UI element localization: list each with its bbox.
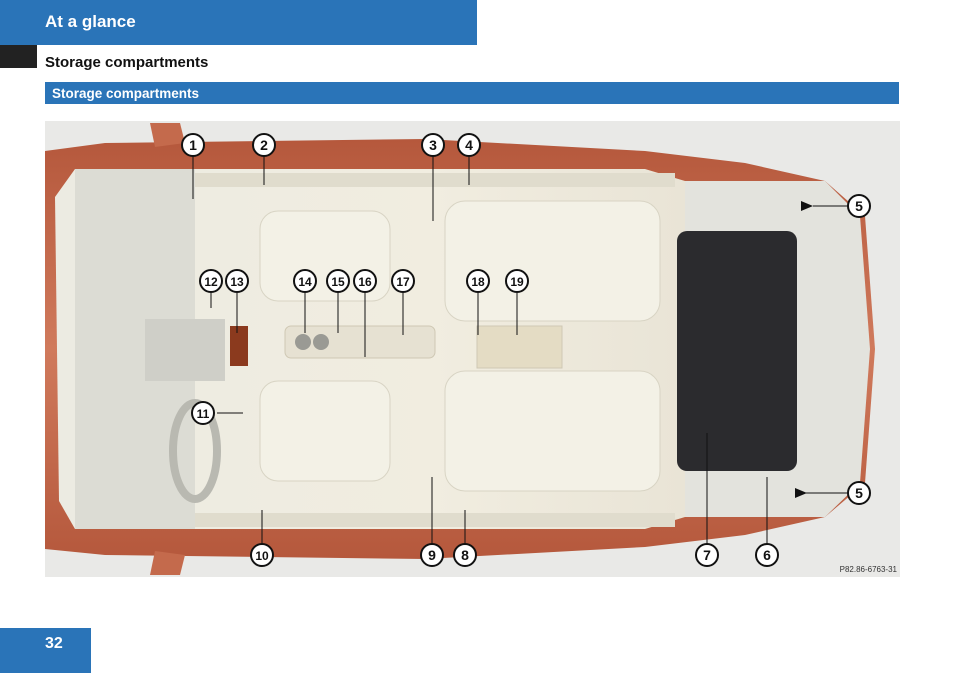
callout-circle-10 bbox=[250, 543, 274, 567]
callout-circle-6 bbox=[755, 543, 779, 567]
callout-circle-5b bbox=[847, 481, 871, 505]
callout-label-7: 7 bbox=[703, 547, 711, 563]
mirror-top bbox=[150, 123, 185, 147]
marker-5-top bbox=[801, 201, 813, 211]
callout-label-14: 14 bbox=[298, 275, 312, 289]
cup-holder-1 bbox=[295, 334, 311, 350]
callout-label-19: 19 bbox=[510, 275, 524, 289]
callout-circle-8 bbox=[453, 543, 477, 567]
callouts bbox=[181, 133, 871, 567]
callout-circle-1 bbox=[181, 133, 205, 157]
callout-label-6: 6 bbox=[763, 547, 771, 563]
leader-lines bbox=[192, 155, 849, 544]
callout-label-5b: 5 bbox=[855, 485, 863, 501]
wood-trim bbox=[230, 326, 248, 366]
callout-label-9: 9 bbox=[428, 547, 436, 563]
rear-seat-top bbox=[444, 200, 661, 322]
callout-circle-4 bbox=[457, 133, 481, 157]
page-number-box: 32 bbox=[0, 628, 91, 673]
chapter-tab-marker bbox=[0, 45, 37, 68]
center-console bbox=[284, 325, 436, 359]
chapter-header-bar: At a glance bbox=[0, 0, 477, 45]
callout-label-10: 10 bbox=[255, 549, 269, 563]
marker-5-bottom bbox=[795, 488, 807, 498]
callout-circle-3 bbox=[421, 133, 445, 157]
callout-label-16: 16 bbox=[358, 275, 372, 289]
section-heading: Storage compartments bbox=[45, 54, 209, 71]
front-seat-bottom bbox=[259, 380, 391, 482]
door-panel-bottom bbox=[195, 513, 675, 527]
callout-circle-13 bbox=[225, 269, 249, 293]
rear-armrest bbox=[476, 325, 563, 369]
callout-circle-11 bbox=[191, 401, 215, 425]
vehicle-topview-svg: 1 2 3 4 5 5 6 7 8 9 10 11 12 13 14 15 16… bbox=[45, 123, 898, 575]
figure-reference-code: P82.86-6763-31 bbox=[840, 565, 898, 574]
cup-holder-2 bbox=[313, 334, 329, 350]
callout-label-1: 1 bbox=[189, 137, 197, 153]
callout-circle-9 bbox=[420, 543, 444, 567]
callout-circle-12 bbox=[199, 269, 223, 293]
steering-wheel bbox=[169, 399, 221, 503]
callout-circle-5a bbox=[847, 194, 871, 218]
callout-label-2: 2 bbox=[260, 137, 268, 153]
cargo-mat bbox=[677, 231, 797, 471]
door-panel-top bbox=[195, 173, 675, 187]
callout-label-5a: 5 bbox=[855, 198, 863, 214]
dashboard-center bbox=[145, 319, 225, 381]
callout-circle-18 bbox=[466, 269, 490, 293]
callout-label-4: 4 bbox=[465, 137, 473, 153]
callout-circle-14 bbox=[293, 269, 317, 293]
page-number: 32 bbox=[45, 635, 63, 652]
callout-label-15: 15 bbox=[331, 275, 345, 289]
rear-seat-bottom bbox=[444, 370, 661, 492]
callout-circle-7 bbox=[695, 543, 719, 567]
callout-circle-15 bbox=[326, 269, 350, 293]
callout-circle-16 bbox=[353, 269, 377, 293]
callout-label-18: 18 bbox=[471, 275, 485, 289]
callout-circle-17 bbox=[391, 269, 415, 293]
callout-label-3: 3 bbox=[429, 137, 437, 153]
subsection-title: Storage compartments bbox=[52, 86, 200, 101]
callout-label-17: 17 bbox=[396, 275, 410, 289]
callout-label-13: 13 bbox=[230, 275, 244, 289]
mirror-bottom bbox=[150, 551, 185, 575]
callout-circle-2 bbox=[252, 133, 276, 157]
callout-label-12: 12 bbox=[204, 275, 218, 289]
vehicle-interior-illustration: 1 2 3 4 5 5 6 7 8 9 10 11 12 13 14 15 16… bbox=[45, 121, 900, 577]
callout-circle-19 bbox=[505, 269, 529, 293]
chapter-title: At a glance bbox=[45, 12, 136, 31]
callout-label-8: 8 bbox=[461, 547, 469, 563]
subsection-bar: Storage compartments bbox=[45, 82, 899, 104]
callout-label-11: 11 bbox=[197, 407, 210, 421]
